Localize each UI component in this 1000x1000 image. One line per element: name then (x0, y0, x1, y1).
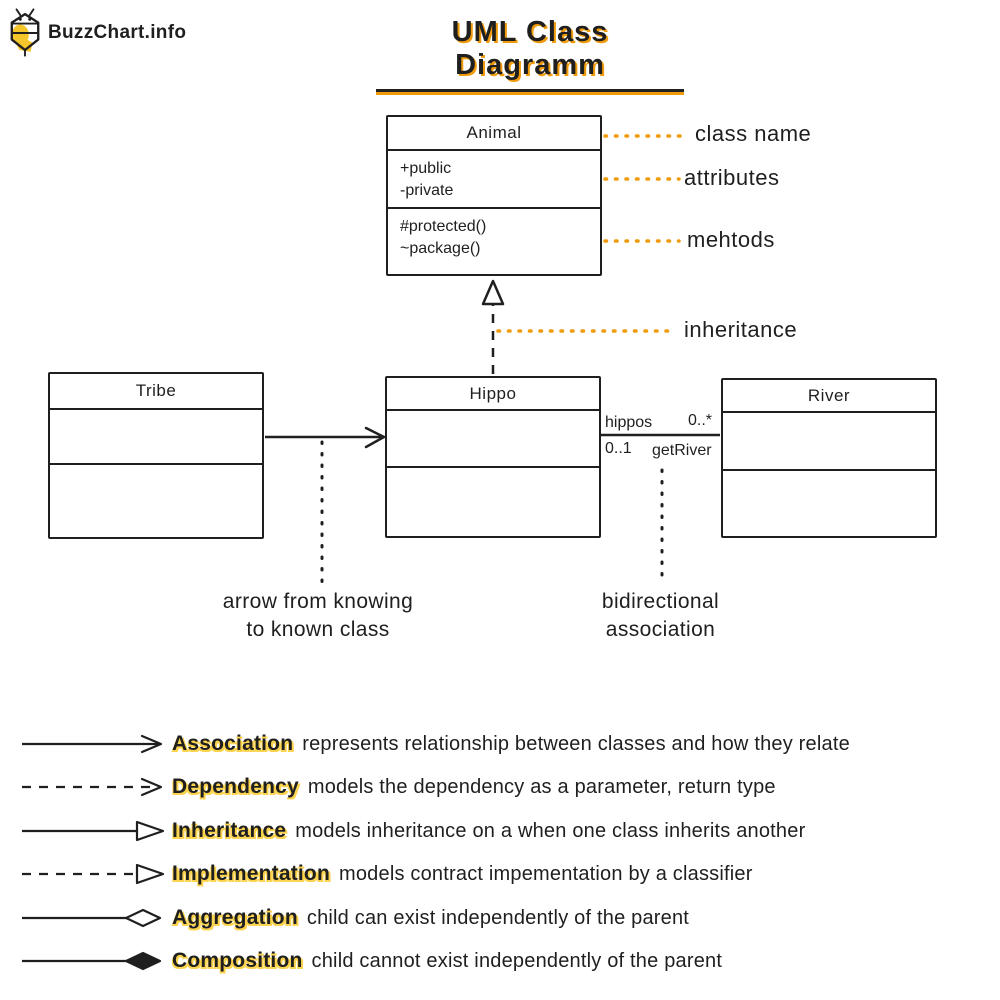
hippo-attributes-section (387, 411, 599, 468)
callout-inheritance: inheritance (684, 317, 798, 342)
legend: Association represents relationship betwe… (20, 722, 988, 983)
logo[interactable]: BuzzChart.info (8, 8, 186, 58)
animal-methods-section: #protected() ~package() (388, 209, 600, 274)
edge-multiplicity-top: 0..* (688, 412, 713, 429)
annotation-bidirectional: bidirectional association (568, 588, 753, 644)
annotation-knowing-class: arrow from knowing to known class (198, 588, 438, 644)
bee-icon (10, 8, 40, 57)
animal-attribute: -private (400, 182, 454, 200)
legend-entry: Composition child cannot exist independen… (172, 949, 722, 973)
callout-class-name: class name (695, 121, 812, 146)
legend-term: Dependency (172, 775, 299, 799)
legend-row-composition: Composition child cannot exist independen… (20, 940, 988, 984)
legend-term: Association (172, 731, 294, 755)
legend-entry: Aggregation child can exist independently… (172, 906, 689, 930)
legend-row-aggregation: Aggregation child can exist independently… (20, 896, 988, 940)
legend-term: Composition (172, 949, 303, 973)
legend-description: models the dependency as a parameter, re… (307, 776, 776, 799)
legend-entry: Implementation models contract impementat… (172, 862, 753, 886)
hippo-animal-inheritance-arrow (481, 279, 505, 374)
dependency-arrow-symbol (20, 775, 172, 799)
class-box-animal: Animal +public -private #protected() ~pa… (386, 115, 602, 276)
animal-method: #protected() (400, 218, 487, 235)
legend-row-dependency: Dependency models the dependency as a par… (20, 766, 988, 810)
legend-term: Inheritance (172, 818, 287, 842)
tribe-attributes-section (50, 410, 262, 465)
association-arrow-symbol (20, 732, 172, 756)
callout-methods: mehtods (687, 227, 775, 252)
legend-entry: Inheritance models inheritance on a when … (172, 819, 805, 843)
implementation-arrow-symbol (20, 862, 172, 886)
callout-attributes: attributes (684, 165, 780, 190)
hippo-methods-section (387, 468, 599, 536)
composition-diamond-symbol (20, 949, 172, 973)
legend-description: models contract impementation by a class… (338, 863, 753, 886)
edge-multiplicity-bottom: 0..1 (605, 440, 632, 457)
inheritance-arrow-symbol (20, 819, 172, 843)
hippo-class-name: Hippo (387, 378, 599, 411)
aggregation-diamond-symbol (20, 906, 172, 930)
logo-text: BuzzChart.info (48, 22, 187, 43)
title-underline (376, 89, 684, 92)
legend-row-implementation: Implementation models contract impementat… (20, 853, 988, 897)
class-box-river: River (721, 378, 937, 538)
class-box-hippo: Hippo (385, 376, 601, 538)
legend-description: models inheritance on a when one class i… (295, 819, 806, 842)
edge-role-label: hippos (605, 414, 653, 431)
legend-description: child can exist independently of the par… (306, 906, 690, 929)
page-title-block: UML Class Diagramm (376, 16, 684, 92)
legend-entry: Association represents relationship betwe… (172, 732, 850, 756)
legend-entry: Dependency models the dependency as a par… (172, 775, 776, 799)
legend-term: Implementation (172, 862, 330, 886)
river-methods-section (723, 471, 935, 536)
annotation-line: to known class (246, 618, 390, 641)
legend-row-association: Association represents relationship betwe… (20, 722, 988, 766)
class-box-tribe: Tribe (48, 372, 264, 539)
annotation-line: association (605, 618, 716, 641)
animal-method: ~package() (400, 240, 481, 258)
animal-attribute: +public (400, 160, 452, 177)
legend-row-inheritance: Inheritance models inheritance on a when … (20, 809, 988, 853)
annotation-line: arrow from knowing (222, 590, 414, 613)
tribe-methods-section (50, 465, 262, 537)
page-title: UML Class Diagramm (451, 16, 609, 81)
legend-description: represents relationship between classes … (302, 732, 850, 755)
animal-attributes-section: +public -private (388, 151, 600, 209)
river-class-name: River (723, 380, 935, 413)
river-attributes-section (723, 413, 935, 471)
tribe-class-name: Tribe (50, 374, 262, 410)
legend-description: child cannot exist independently of the … (311, 950, 723, 973)
legend-term: Aggregation (172, 905, 298, 929)
tribe-hippo-association-arrow (265, 426, 386, 449)
animal-class-name: Animal (388, 117, 600, 151)
edge-method-label: getRiver (652, 442, 712, 459)
annotation-line: bidirectional (601, 590, 720, 613)
